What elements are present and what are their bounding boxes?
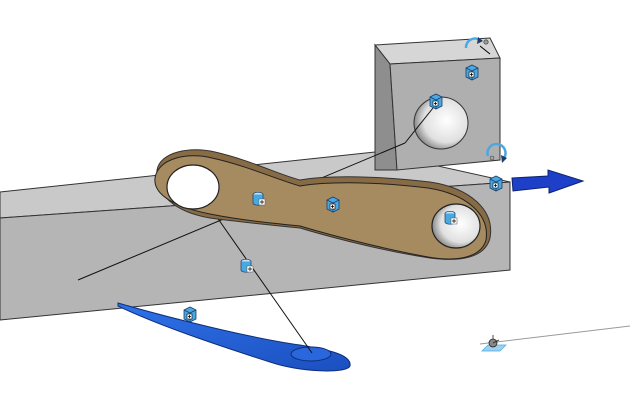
fix-constraint-icon[interactable]	[465, 64, 479, 81]
link-hole-left	[166, 164, 220, 210]
coupler-link-part[interactable]	[154, 149, 492, 260]
fix-constraint-icon[interactable]	[326, 196, 340, 213]
fix-constraint-icon[interactable]	[183, 306, 197, 323]
angle-driver-icon[interactable]	[464, 37, 491, 55]
axis-system-icon[interactable]	[481, 335, 507, 352]
motion-direction-arrow-icon[interactable]	[511, 169, 585, 194]
revolute-joint-icon[interactable]	[429, 93, 443, 110]
revolute-joint-icon[interactable]	[444, 210, 458, 225]
lever-arm-part[interactable]	[117, 302, 351, 372]
fix-constraint-icon[interactable]	[489, 175, 503, 192]
pivot-block-part[interactable]	[374, 37, 501, 171]
revolute-joint-icon[interactable]	[240, 258, 254, 273]
rotation-icon[interactable]	[486, 142, 507, 163]
lever-eye	[290, 346, 332, 362]
revolute-joint-icon[interactable]	[252, 191, 266, 206]
link-hole-right	[431, 203, 481, 249]
